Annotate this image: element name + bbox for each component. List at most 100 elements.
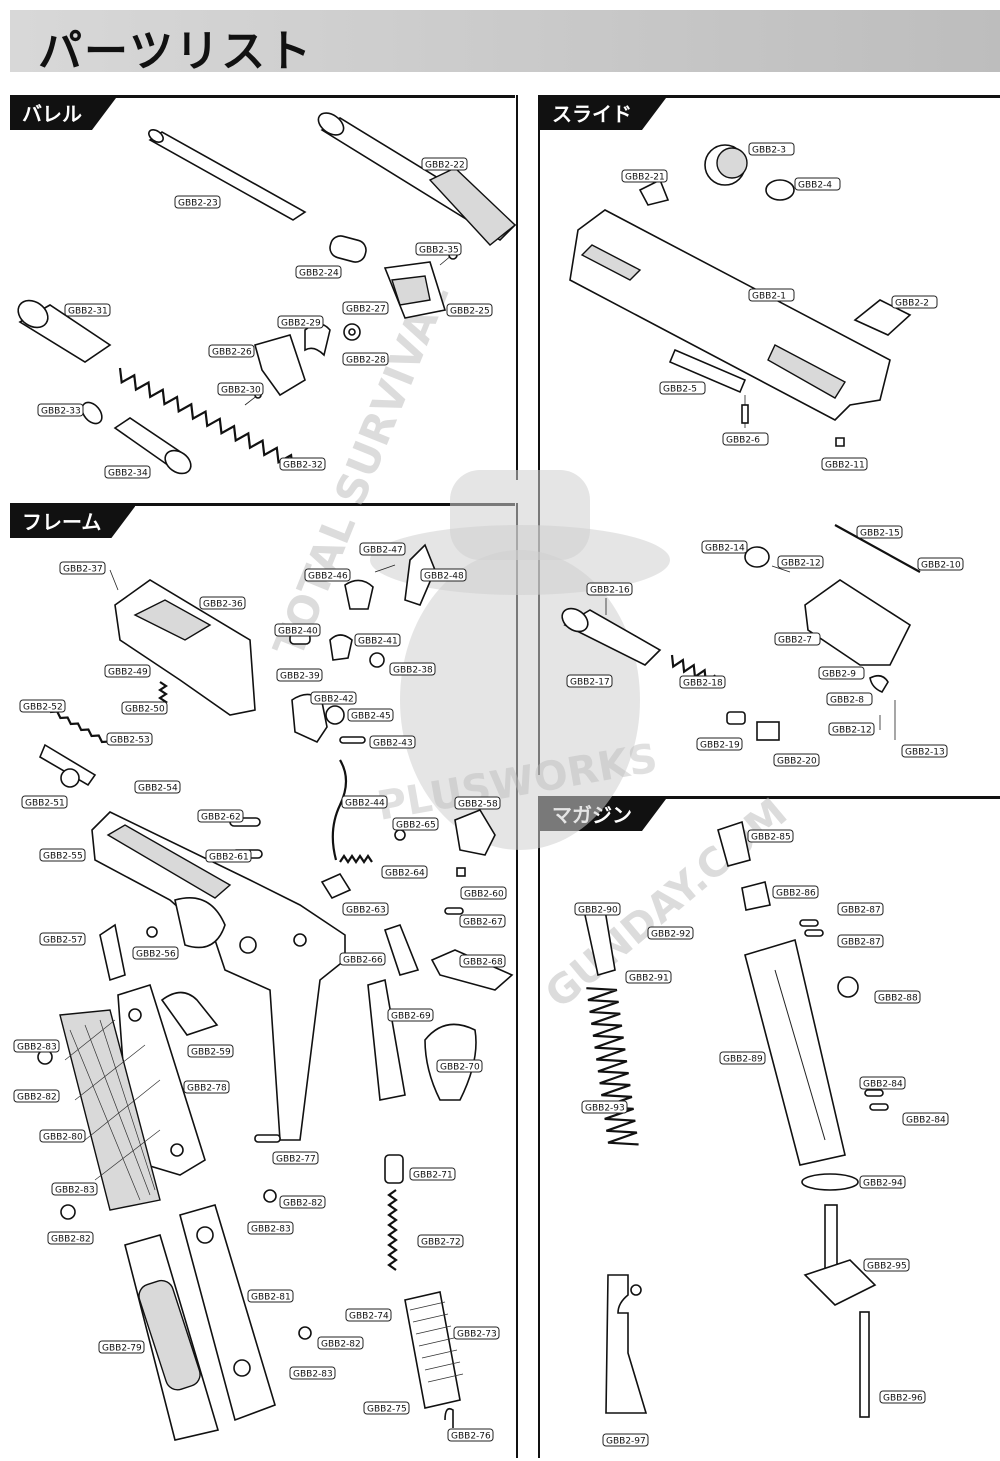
part-label-magazine: GBB2-94 [859,1175,906,1189]
part-label-frame: GBB2-45 [347,708,394,722]
part-label-box [37,403,84,417]
part-label-frame: GBB2-42 [310,691,357,705]
part-label-text: GBB2-18 [683,679,723,689]
part-label-barrel: GBB2-30 [217,382,264,396]
part-label-frame: GBB2-43 [369,735,416,749]
washer [81,401,103,425]
part-label-text: GBB2-24 [299,269,339,279]
part-label-text: GBB2-92 [651,930,691,940]
part-label-text: GBB2-56 [136,950,176,960]
part-label-box [447,1428,494,1442]
part-label-magazine: GBB2-97 [602,1433,649,1447]
part-label-box [295,265,342,279]
part-label-text: GBB2-1 [752,292,786,302]
part-label-box [39,848,86,862]
magazine-parts [584,820,889,1418]
part-label-box [901,744,948,758]
part-label-box [566,674,613,688]
part-label-magazine: GBB2-91 [625,970,672,984]
part-label-frame: GBB2-60 [460,886,507,900]
part-label-frame: GBB2-83 [13,1039,60,1053]
part-label-slide: GBB2-14 [701,540,748,554]
mag-follower [741,881,771,911]
part-label-slide: GBB2-10 [917,557,964,571]
part-label-box [446,303,493,317]
part-label-box [415,242,462,256]
part-label-box [342,301,389,315]
part-label-box [369,735,416,749]
part-label-box [409,1167,456,1181]
section-tab-frame: フレーム [10,506,135,538]
part-label-box [310,691,357,705]
part-label-box [874,990,921,1004]
part-label-barrel: GBB2-23 [174,195,221,209]
part-label-text: GBB2-45 [351,712,391,722]
part-label-text: GBB2-74 [349,1312,389,1322]
part-label-text: GBB2-43 [373,739,413,749]
part-label-text: GBB2-50 [125,705,165,715]
part-label-text: GBB2-12 [781,559,821,569]
part-label-box [347,708,394,722]
part-label-text: GBB2-13 [905,748,945,758]
part-label-text: GBB2-36 [203,600,243,610]
part-label-box [602,1433,649,1447]
part-label-box [722,432,769,446]
part-label-slide: GBB2-18 [679,675,726,689]
part-label-slide: GBB2-12 [777,555,824,569]
trigger-guard [174,896,226,949]
part-label-text: GBB2-68 [463,958,503,968]
trigger [160,991,219,1036]
part-label-text: GBB2-91 [629,974,669,984]
inner-barrel [148,131,307,221]
part-label-frame: GBB2-69 [387,1008,434,1022]
part-label-frame: GBB2-56 [132,946,179,960]
part-label-text: GBB2-9 [822,670,856,680]
part-label-text: GBB2-88 [878,994,918,1004]
part-label-box [794,177,841,191]
part-label-box [891,295,938,309]
part-label-text: GBB2-77 [276,1155,316,1165]
part-label-box [701,540,748,554]
part-label-slide: GBB2-1 [748,288,795,302]
part-label-box [859,1175,906,1189]
part-label-frame: GBB2-64 [381,865,428,879]
part-label-box [342,902,389,916]
part-label-text: GBB2-7 [778,636,812,646]
part-label-text: GBB2-49 [108,668,148,678]
part-label-text: GBB2-94 [863,1179,903,1189]
part-label-frame: GBB2-70 [436,1059,483,1073]
part-label-text: GBB2-76 [451,1432,491,1442]
part-label-frame: GBB2-81 [247,1289,294,1303]
part-label-text: GBB2-83 [55,1186,95,1196]
part-label-frame: GBB2-63 [342,902,389,916]
part-label-box [272,1151,319,1165]
grip-safety-a [383,924,420,976]
part-label-magazine: GBB2-84 [902,1112,949,1126]
valve-part [869,674,889,693]
part-label-text: GBB2-63 [346,906,386,916]
part-label-slide: GBB2-17 [566,674,613,688]
part-label-slide: GBB2-20 [773,753,820,767]
part-label-text: GBB2-19 [700,741,740,751]
part-label-box [748,142,795,156]
part-label-box [19,699,66,713]
part-label-text: GBB2-59 [191,1048,231,1058]
part-label-box [392,817,439,831]
part-label-text: GBB2-42 [314,695,354,705]
part-label-text: GBB2-80 [43,1133,83,1143]
plunger-tube [38,743,97,787]
frame-section: フレーム [10,503,515,1461]
part-label-text: GBB2-96 [883,1394,923,1404]
part-label-magazine: GBB2-84 [859,1076,906,1090]
part-label-slide: GBB2-16 [586,582,633,596]
mag-tool [605,1274,648,1414]
part-label-frame: GBB2-72 [417,1234,464,1248]
part-label-box [818,666,865,680]
part-label-slide: GBB2-11 [821,457,868,471]
part-label-box [863,1258,910,1272]
magazine-divider [538,796,540,1458]
part-label-text: GBB2-71 [413,1171,453,1181]
mag-o-ring [801,1173,859,1191]
part-label-box [659,381,706,395]
buffer-block [756,721,780,741]
